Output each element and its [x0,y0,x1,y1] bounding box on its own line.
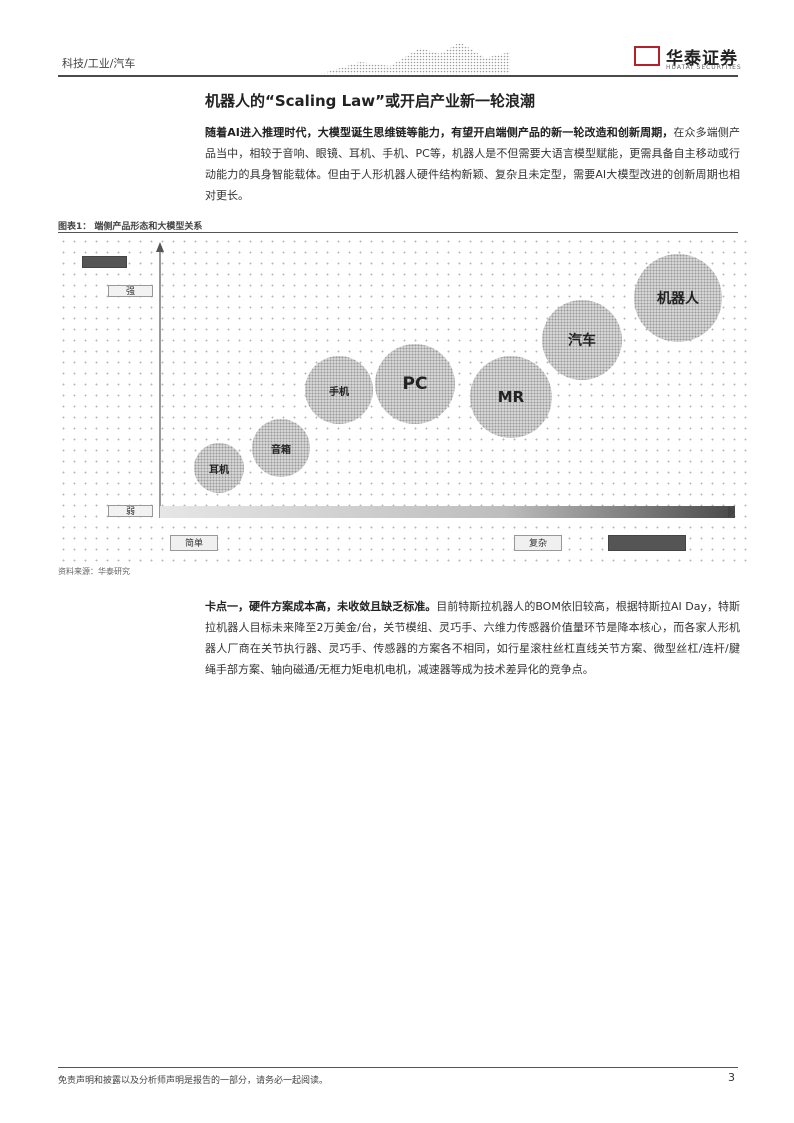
intro-bold: 随着AI进入推理时代，大模型诞生思维链等能力，有望开启端侧产品的新一轮改造和创新… [205,126,674,139]
bubble-pc: PC [375,344,455,424]
x-axis-mid-label: 复杂 [514,535,562,551]
bubble-phone: 手机 [305,356,373,424]
logo-subtitle: HUATAI SECURITIES [666,64,742,71]
bubble-earphones: 耳机 [194,443,244,493]
figure-label: 图表1： 端侧产品形态和大模型关系 [58,222,203,232]
y-axis-top-label: 强 [108,285,153,297]
page-number: 3 [728,1071,735,1084]
point1-text: 目前特斯拉机器人的BOM依旧较高，根据特斯拉AI Day，特斯拉机器人目标未来降… [205,600,740,676]
logo-name: 华泰证券 [666,49,738,69]
y-axis-bottom-label: 弱 [108,505,153,517]
header-decoration [320,42,510,74]
x-axis-left-label: 简单 [170,535,218,551]
bubble-speaker: 音箱 [252,419,310,477]
footer-divider [58,1067,738,1068]
point1-paragraph: 卡点一，硬件方案成本高，未收敛且缺乏标准。目前特斯拉机器人的BOM依旧较高，根据… [205,596,740,680]
y-axis-header [82,256,127,268]
header-category: 科技/工业/汽车 [62,57,136,70]
header-divider [58,75,738,77]
figure-source: 资料来源：华泰研究 [58,567,130,576]
point1-bold: 卡点一，硬件方案成本高，未收敛且缺乏标准。 [205,600,437,613]
bubble-mr: MR [470,356,552,438]
intro-paragraph: 随着AI进入推理时代，大模型诞生思维链等能力，有望开启端侧产品的新一轮改造和创新… [205,122,740,206]
section-title: 机器人的“Scaling Law”或开启产业新一轮浪潮 [205,92,535,110]
figure-divider [58,232,738,233]
bubble-car: 汽车 [542,300,622,380]
x-axis-right-label [608,535,686,551]
axes [156,242,735,518]
intro-text: 在众多端侧产品当中，相较于音响、眼镜、耳机、手机、PC等，机器人是不但需要大语言… [205,126,740,202]
footer-disclaimer: 免责声明和披露以及分析师声明是报告的一部分，请务必一起阅读。 [58,1076,329,1086]
logo-mark-icon [634,46,660,66]
bubble-robot: 机器人 [634,254,722,342]
figure-chart: 强 弱 简单 复杂 耳机 音箱 手机 PC MR 汽车 机器人 [58,236,748,566]
